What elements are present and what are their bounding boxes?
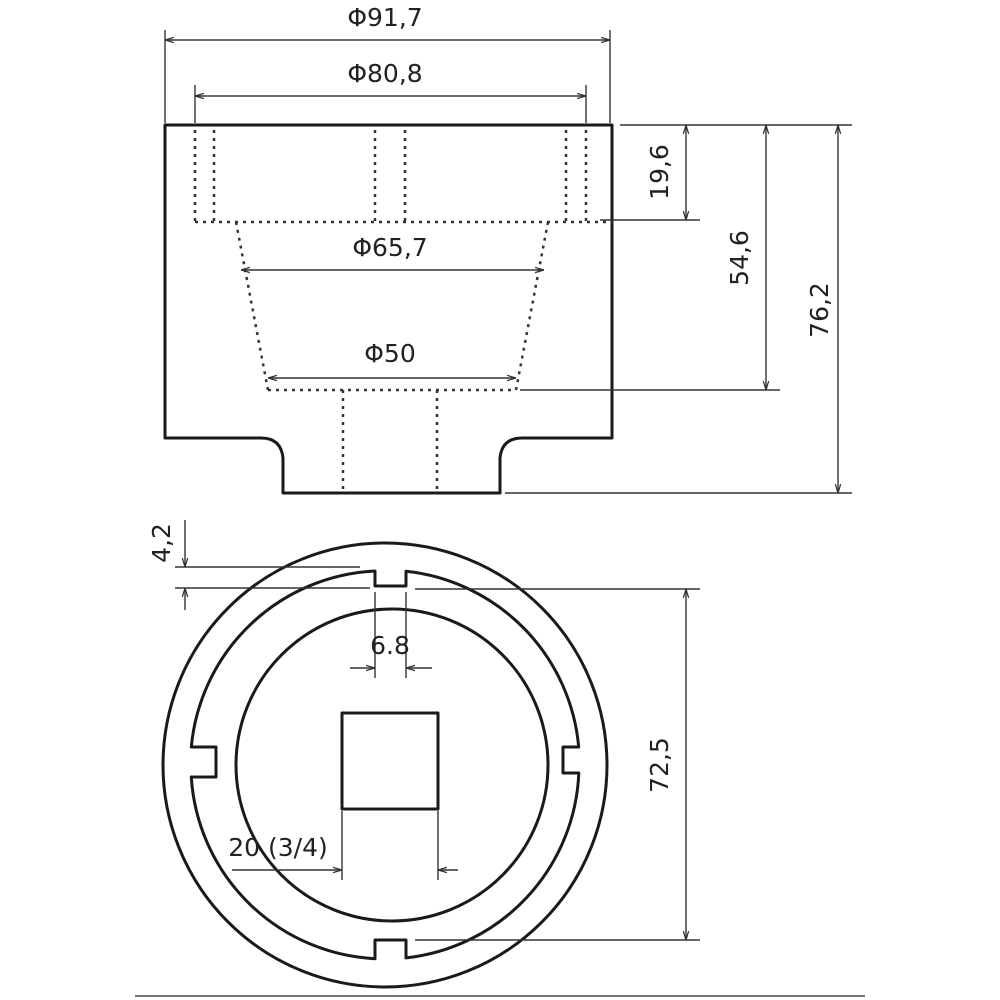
- label-slot-depth: 19,6: [645, 144, 674, 200]
- dim-drive-size: 20 (3/4): [228, 811, 458, 880]
- side-view: Φ91,7 Φ80,8 Φ65,7 Φ50 19,6: [163, 3, 852, 495]
- label-drive-size: 20 (3/4): [228, 833, 328, 862]
- label-outer-diameter: Φ91,7: [347, 3, 422, 32]
- dim-total-height: 76,2: [505, 124, 852, 494]
- socket-outline: [163, 123, 614, 495]
- inner-circle: [234, 607, 550, 923]
- label-ring-slot-depth: 4,2: [147, 523, 176, 563]
- label-ring-slot-width: 6.8: [370, 631, 410, 660]
- label-bore-depth: 54,6: [725, 230, 754, 286]
- dim-outer-diameter: Φ91,7: [164, 3, 611, 123]
- slotted-ring: [189, 569, 581, 961]
- dim-inner-ring-diameter: 72,5: [415, 588, 700, 941]
- hidden-lines: [193, 130, 612, 493]
- outer-circle: [161, 541, 609, 989]
- dim-ring-slot-width: 6.8: [350, 592, 432, 678]
- dim-ring-slot-depth: 4,2: [147, 520, 370, 610]
- label-slot-diameter: Φ80,8: [347, 59, 422, 88]
- top-view: 4,2 6.8 20 (3/4) 72,5: [147, 520, 700, 989]
- label-total-height: 76,2: [805, 282, 834, 338]
- dim-bore-depth: 54,6: [520, 124, 780, 391]
- dim-slot-depth: 19,6: [600, 124, 700, 221]
- label-upper-bore-diameter: Φ65,7: [352, 233, 427, 262]
- dim-upper-bore-diameter: Φ65,7: [241, 233, 544, 270]
- label-inner-ring-diameter: 72,5: [645, 737, 674, 793]
- dim-slot-diameter: Φ80,8: [194, 59, 587, 123]
- drive-square: [340, 711, 440, 811]
- dim-lower-bore-diameter: Φ50: [268, 339, 516, 378]
- label-lower-bore-diameter: Φ50: [364, 339, 416, 368]
